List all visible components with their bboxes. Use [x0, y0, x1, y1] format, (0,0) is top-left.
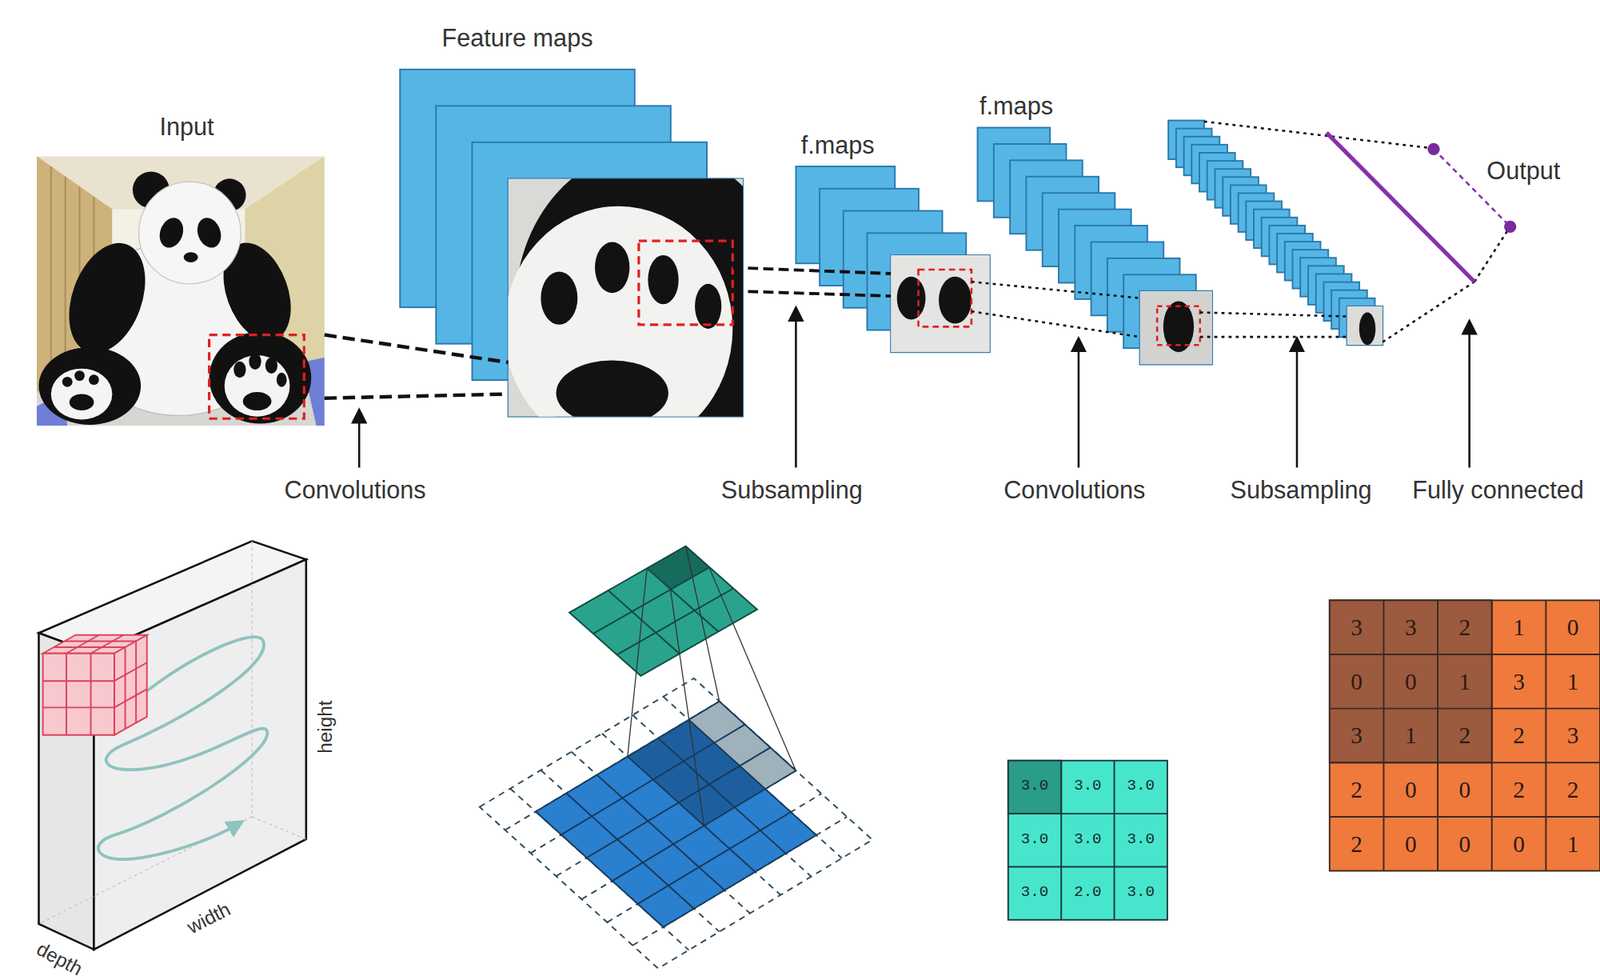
grid-value: 0: [1512, 830, 1525, 857]
axis-label: depth: [32, 938, 86, 980]
padded-convolution: [479, 546, 873, 969]
feature-map: [1139, 291, 1213, 365]
stage-label: f.maps: [979, 92, 1054, 120]
grid-value: 2.0: [1073, 884, 1102, 902]
stage-label: Convolutions: [1003, 476, 1146, 504]
grid-value: 2: [1350, 776, 1363, 802]
grid-value: 1: [1404, 722, 1417, 748]
output-grid: [1008, 760, 1168, 920]
grid-value: 0: [1404, 776, 1417, 802]
grid-value: 0: [1459, 830, 1472, 857]
focus-box: [638, 240, 733, 325]
focus-box: [1157, 306, 1201, 345]
grid-value: 0: [1404, 830, 1417, 857]
grid-value: 3.0: [1126, 831, 1154, 849]
pool-grid: [1329, 599, 1600, 870]
stage-label: Subsampling: [1230, 476, 1373, 504]
grid-value: 0: [1404, 668, 1417, 695]
map-crop: [1347, 306, 1384, 345]
grid-value: 3.0: [1021, 831, 1049, 849]
grid-value: 3.0: [1126, 884, 1154, 902]
grid-value: 2: [1459, 722, 1472, 748]
grid-value: 0: [1567, 614, 1580, 640]
stage-label: Fully connected: [1412, 476, 1585, 504]
axis-label: width: [183, 898, 235, 938]
grid-value: 1: [1512, 614, 1525, 640]
zoomed-paw: [508, 178, 744, 416]
grid-value: 3: [1567, 722, 1580, 748]
axis-label: height: [315, 700, 338, 754]
stage-label: Convolutions: [284, 476, 427, 504]
grid-value: 2: [1350, 830, 1363, 857]
grid-value: 2: [1459, 614, 1472, 640]
grid-value: 1: [1567, 830, 1580, 857]
map-crop: [1139, 291, 1213, 365]
focus-box: [209, 335, 305, 419]
grid-value: 2: [1567, 776, 1580, 802]
grid-value: 3: [1350, 614, 1363, 640]
grid-value: 3.0: [1073, 831, 1102, 849]
fully-connected: [1326, 132, 1517, 282]
grid-value: 2: [1512, 722, 1525, 748]
stage-label: Input: [159, 114, 214, 142]
grid-value: 0: [1350, 668, 1363, 695]
focus-box: [918, 269, 972, 327]
grid-value: 3.0: [1021, 884, 1049, 902]
grid-value: 3: [1512, 668, 1525, 695]
stage-label: f.maps: [801, 132, 875, 160]
grid-value: 3.0: [1073, 778, 1102, 795]
input-photo: [36, 155, 325, 426]
grid-value: 3.0: [1021, 778, 1049, 795]
grid-value: 1: [1459, 668, 1472, 695]
grid-value: 3.0: [1126, 778, 1154, 795]
stage-label: Subsampling: [721, 476, 863, 504]
map-crop: [890, 255, 990, 352]
grid-value: 1: [1567, 668, 1580, 695]
stage-label: Output: [1486, 158, 1561, 186]
stage-label: Feature maps: [442, 25, 594, 53]
grid-value: 3: [1350, 722, 1363, 748]
grid-value: 3: [1404, 614, 1417, 640]
grid-value: 2: [1512, 776, 1525, 802]
feature-map: [890, 255, 990, 352]
grid-value: 0: [1459, 776, 1472, 802]
feature-map: [1347, 306, 1384, 345]
input-volume: [38, 540, 306, 949]
projection-lines: [324, 121, 1509, 399]
stage-arrows: [359, 313, 1469, 468]
